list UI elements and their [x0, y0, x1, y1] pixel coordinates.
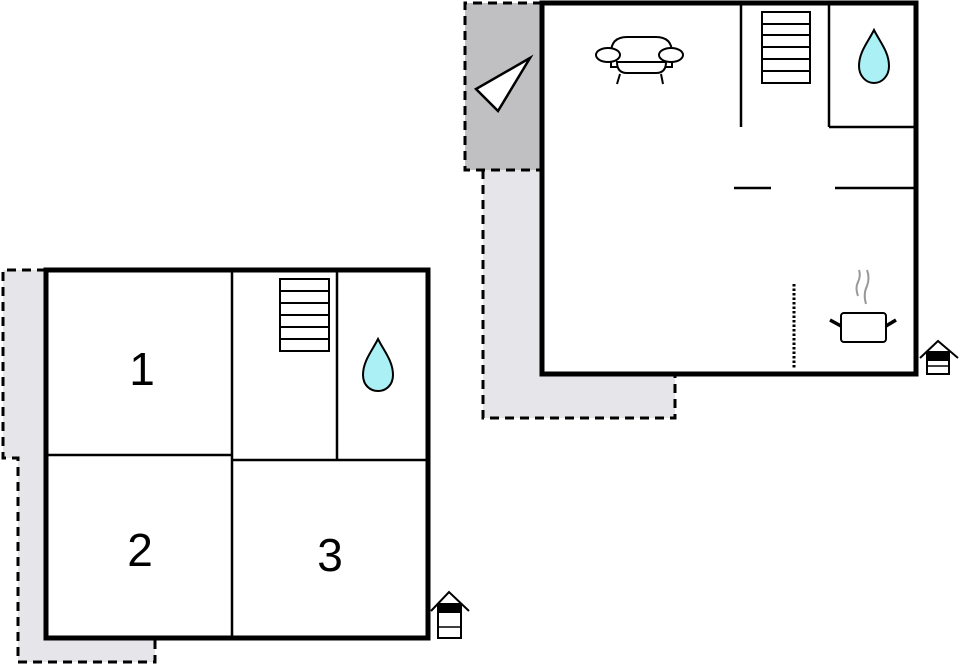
ground-terrace — [3, 270, 155, 662]
upper-terrace-outline — [481, 170, 677, 420]
ground-terrace-outline — [1, 268, 157, 664]
stairs-icon — [761, 11, 811, 84]
water-drop-icon — [361, 336, 395, 393]
room-3-label: 3 — [317, 529, 343, 581]
stairs-icon — [279, 278, 330, 352]
compass-triangle-icon — [473, 54, 534, 114]
water-drop-icon — [857, 27, 891, 85]
upper-terrace — [483, 170, 675, 418]
room-2-label: 2 — [127, 524, 153, 576]
house-entrance-icon — [430, 590, 470, 639]
ground-floor-plan: 1 2 3 — [1, 267, 470, 664]
house-entrance-icon — [919, 339, 959, 375]
cooking-pot-icon — [829, 269, 897, 343]
sofa-icon — [595, 36, 684, 85]
upper-floor-plan — [463, 0, 959, 420]
room-1-label: 1 — [129, 343, 155, 395]
upper-balcony-outline — [463, 1, 542, 172]
